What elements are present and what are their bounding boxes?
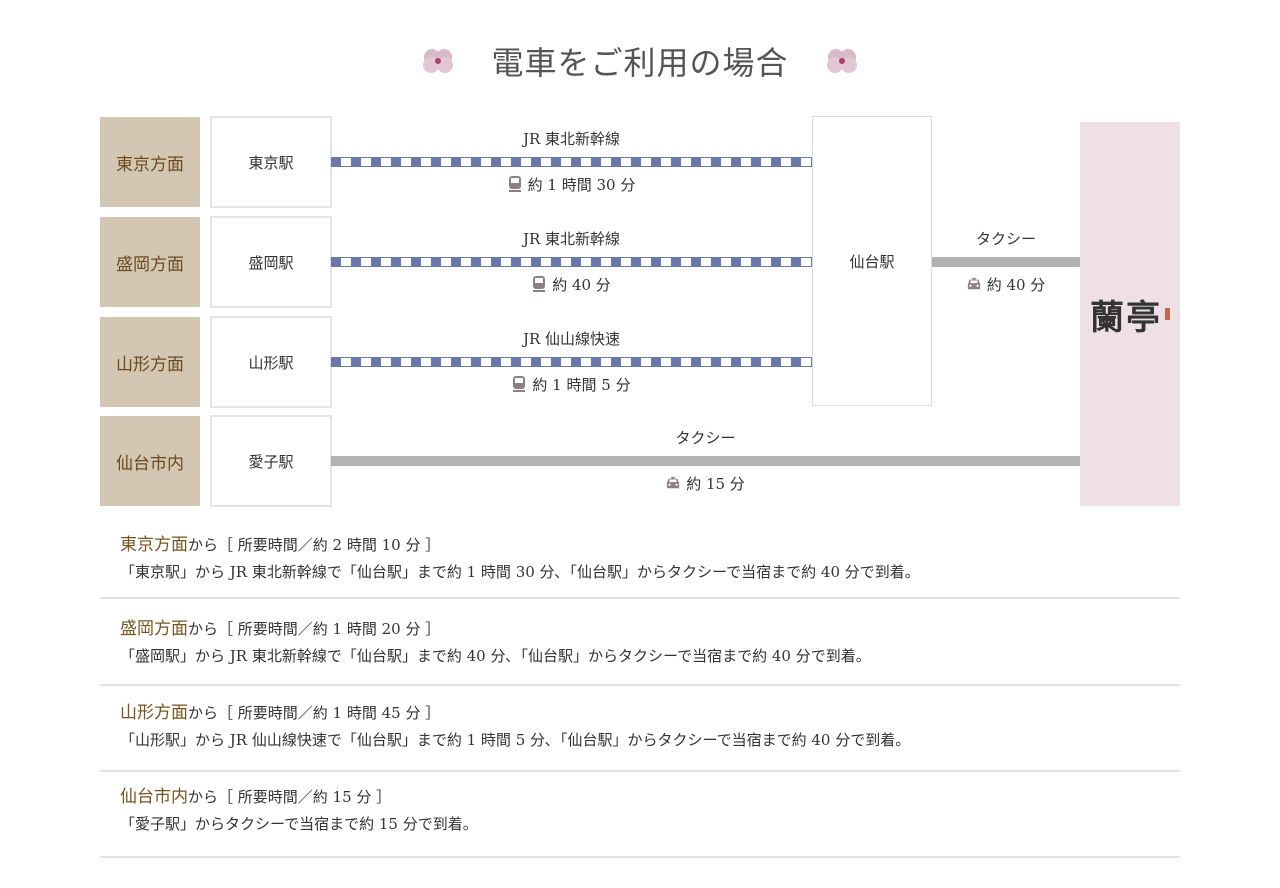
rail-line [331, 257, 812, 267]
section-title: 電車をご利用の場合 [0, 38, 1280, 84]
detail-sendai-city: 仙台市内から［ 所要時間／約 15 分 ］ 「愛子駅」からタクシーで当宿まで約 … [100, 784, 1180, 858]
station-ayashi: 愛子駅 [210, 415, 332, 507]
travel-time: 約 1 時間 30 分 [331, 174, 812, 195]
rail-line [331, 157, 812, 167]
travel-time: 約 15 分 [331, 473, 1080, 494]
area-sendai-city: 仙台市内 [100, 416, 200, 506]
travel-time: 約 40 分 [932, 274, 1080, 295]
line-label: タクシー [675, 429, 736, 447]
taxi-line [331, 456, 1080, 466]
taxi-icon [667, 476, 680, 489]
area-yamagata: 山形方面 [100, 317, 200, 407]
orchid-icon [826, 49, 857, 73]
detail-yamagata: 山形方面から［ 所要時間／約 1 時間 45 分 ］ 「山形駅」から JR 仙山… [100, 700, 1180, 772]
title-text: 電車をご利用の場合 [491, 44, 789, 82]
taxi-icon [967, 277, 980, 290]
detail-morioka: 盛岡方面から［ 所要時間／約 1 時間 20 分 ］ 「盛岡駅」から JR 東北… [100, 616, 1180, 686]
logo-text: 蘭亭 [1090, 297, 1162, 338]
area-morioka: 盛岡方面 [100, 217, 200, 307]
station-sendai: 仙台駅 [812, 116, 932, 406]
seal-icon [1165, 308, 1170, 320]
travel-time: 約 1 時間 5 分 [331, 374, 812, 395]
station-yamagata: 山形駅 [210, 316, 332, 408]
line-label: JR 東北新幹線 [522, 230, 621, 248]
rail-line [331, 357, 812, 367]
train-icon [513, 376, 526, 392]
line-label: タクシー [975, 230, 1036, 248]
station-tokyo: 東京駅 [210, 116, 332, 208]
line-label: JR 東北新幹線 [522, 130, 621, 148]
orchid-icon [423, 49, 454, 73]
taxi-line [932, 257, 1080, 267]
line-label: JR 仙山線快速 [522, 330, 621, 348]
ryokan-logo: 蘭亭 [1080, 122, 1180, 506]
travel-time: 約 40 分 [331, 274, 812, 295]
train-icon [508, 176, 521, 192]
train-icon [533, 276, 546, 292]
station-morioka: 盛岡駅 [210, 216, 332, 308]
detail-tokyo: 東京方面から［ 所要時間／約 2 時間 10 分 ］ 「東京駅」から JR 東北… [100, 532, 1180, 599]
area-tokyo: 東京方面 [100, 117, 200, 207]
